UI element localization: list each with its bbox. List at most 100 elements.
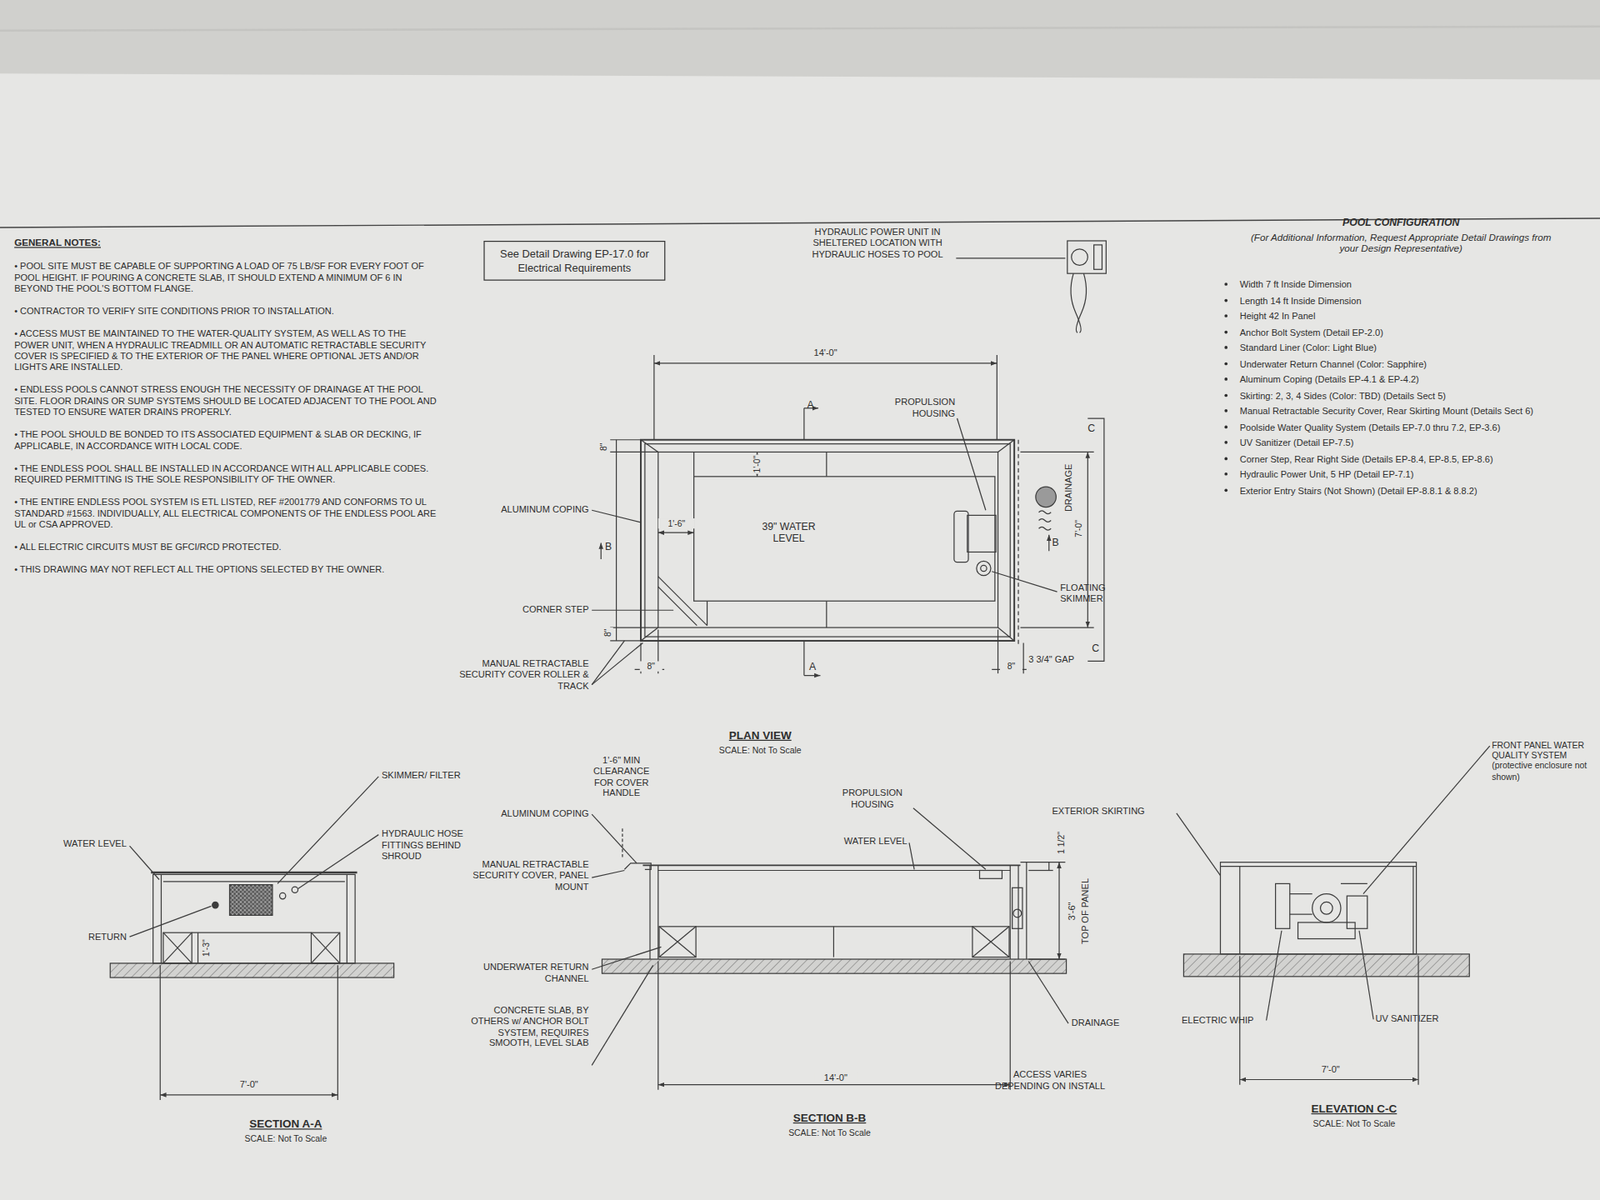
callout-label: SCALE: Not To Scale bbox=[699, 745, 822, 755]
view-title: SECTION A-A bbox=[224, 1117, 347, 1131]
callout-label: PROPULSION HOUSING bbox=[821, 787, 924, 810]
config-item-text: Standard Liner (Color: Light Blue) bbox=[1240, 342, 1377, 353]
config-item: UV Sanitizer (Detail EP-7.5) bbox=[1224, 435, 1592, 452]
bullet-dot bbox=[1224, 330, 1228, 334]
dimension-text: 8" bbox=[1000, 660, 1023, 671]
bullet-dot bbox=[1224, 488, 1228, 492]
config-item-text: Hydraulic Power Unit, 5 HP (Detail EP-7.… bbox=[1240, 469, 1415, 480]
dimension-text: 14'-0" bbox=[814, 1072, 857, 1084]
callout-label: WATER LEVEL bbox=[815, 835, 907, 847]
callout-label: SCALE: Not To Scale bbox=[768, 1127, 891, 1138]
callout-label: SCALE: Not To Scale bbox=[224, 1133, 347, 1144]
dimension-text: 8" bbox=[599, 441, 610, 452]
callout-label: C bbox=[1087, 422, 1100, 435]
config-item: Underwater Return Channel (Color: Sapphi… bbox=[1224, 356, 1592, 373]
config-item: Standard Liner (Color: Light Blue) bbox=[1224, 340, 1592, 357]
config-item: Skirting: 2, 3, 4 Sides (Color: TBD) (De… bbox=[1224, 388, 1592, 405]
bullet-dot bbox=[1224, 440, 1228, 445]
dimension-text: 1'-0" bbox=[751, 455, 762, 475]
bullet-dot bbox=[1224, 425, 1228, 429]
callout-label: EXTERIOR SKIRTING bbox=[1051, 805, 1185, 817]
dimension-text: 1'-3" bbox=[200, 938, 211, 958]
config-item-text: Width 7 ft Inside Dimension bbox=[1240, 280, 1352, 290]
general-note: • ALL ELECTRIC CIRCUITS MUST BE GFCI/RCD… bbox=[14, 541, 441, 553]
reference-text: See Detail Drawing EP-17.0 for Electrica… bbox=[490, 246, 659, 275]
callout-label: FRONT PANEL WATER QUALITY SYSTEM (protec… bbox=[1491, 740, 1598, 782]
pool-configuration-list: Width 7 ft Inside DimensionLength 14 ft … bbox=[1224, 277, 1592, 500]
callout-label: WATER LEVEL bbox=[35, 839, 127, 850]
bullet-dot bbox=[1224, 345, 1228, 350]
callout-label: SCALE: Not To Scale bbox=[1292, 1118, 1415, 1129]
config-item: Poolside Water Quality System (Details E… bbox=[1224, 420, 1592, 436]
callout-label: 1'-6" MIN CLEARANCE FOR COVER HANDLE bbox=[589, 755, 655, 800]
callout-label: UV SANITIZER bbox=[1375, 1013, 1468, 1025]
config-item-text: Poolside Water Quality System (Details E… bbox=[1240, 421, 1501, 432]
config-item: Width 7 ft Inside Dimension bbox=[1224, 277, 1592, 294]
dimension-text: 14'-0" bbox=[801, 348, 849, 360]
callout-label: ALUMINUM COPING bbox=[466, 504, 590, 515]
section-heading: GENERAL NOTES: bbox=[14, 236, 168, 249]
config-item-text: Height 42 In Panel bbox=[1240, 310, 1316, 321]
callout-label: 3 3/4" GAP bbox=[1028, 654, 1100, 665]
section-heading: POOL CONFIGURATION bbox=[1289, 216, 1514, 230]
dimension-text: TOP OF PANEL bbox=[1080, 877, 1091, 945]
callout-label: PROPULSION HOUSING bbox=[863, 396, 955, 419]
dimension-text: 8" bbox=[640, 660, 663, 671]
callout-label: HYDRAULIC HOSE FITTINGS BEHIND SHROUD bbox=[381, 828, 484, 862]
callout-label: DRAINAGE bbox=[1071, 1017, 1154, 1029]
callout-label: RETURN bbox=[65, 931, 126, 943]
config-item: Aluminum Coping (Details EP-4.1 & EP-4.2… bbox=[1224, 372, 1592, 389]
bullet-dot bbox=[1224, 361, 1228, 365]
callout-label: ACCESS VARIES DEPENDING ON INSTALL bbox=[985, 1069, 1114, 1091]
callout-label: C bbox=[1091, 642, 1105, 655]
callout-label: UNDERWATER RETURN CHANNEL bbox=[466, 962, 590, 985]
general-notes-column: • POOL SITE MUST BE CAPABLE OF SUPPORTIN… bbox=[14, 260, 441, 587]
dimension-text: 1'-6" bbox=[658, 518, 695, 529]
callout-label: B bbox=[605, 540, 618, 554]
general-note: • THE ENTIRE ENDLESS POOL SYSTEM IS ETL … bbox=[14, 496, 441, 530]
bullet-dot bbox=[1224, 282, 1228, 286]
bullet-dot bbox=[1224, 377, 1228, 381]
bullet-dot bbox=[1224, 393, 1228, 397]
config-item: Length 14 ft Inside Dimension bbox=[1224, 293, 1592, 310]
callout-label: ELECTRIC WHIP bbox=[1181, 1015, 1274, 1026]
callout-label: SKIMMER/ FILTER bbox=[381, 770, 495, 781]
config-item-text: Underwater Return Channel (Color: Sapphi… bbox=[1240, 358, 1427, 369]
callout-label: A bbox=[809, 660, 822, 674]
callout-label: CORNER STEP bbox=[486, 604, 589, 615]
view-title: SECTION B-B bbox=[768, 1110, 891, 1125]
dimension-text: 7'-0" bbox=[227, 1080, 270, 1091]
config-item-text: Exterior Entry Stairs (Not Shown) (Detai… bbox=[1240, 485, 1478, 495]
dimension-text: 3'-6" bbox=[1066, 900, 1078, 921]
config-item-text: Manual Retractable Security Cover, Rear … bbox=[1240, 405, 1534, 416]
config-item-text: Corner Step, Rear Right Side (Details EP… bbox=[1240, 453, 1494, 464]
config-item: Height 42 In Panel bbox=[1224, 309, 1592, 325]
section-heading: (For Additional Information, Request App… bbox=[1248, 231, 1555, 255]
callout-label: B bbox=[1051, 536, 1065, 550]
config-item: Anchor Bolt System (Detail EP-2.0) bbox=[1224, 325, 1592, 341]
config-item-text: Length 14 ft Inside Dimension bbox=[1240, 295, 1362, 305]
dimension-text: DRAINAGE bbox=[1064, 462, 1075, 513]
general-note: • ENDLESS POOLS CANNOT STRESS ENOUGH THE… bbox=[14, 385, 441, 419]
view-title: PLAN VIEW bbox=[699, 728, 822, 742]
callout-label: ALUMINUM COPING bbox=[466, 808, 590, 820]
callout-label: FLOATING SKIMMER bbox=[1060, 582, 1124, 605]
callout-label: CONCRETE SLAB, BY OTHERS w/ ANCHOR BOLT … bbox=[460, 1005, 589, 1050]
bullet-dot bbox=[1224, 298, 1228, 302]
config-item-text: Aluminum Coping (Details EP-4.1 & EP-4.2… bbox=[1240, 374, 1420, 385]
general-note: • THE POOL SHOULD BE BONDED TO ITS ASSOC… bbox=[14, 430, 441, 453]
dimension-text: 8" bbox=[603, 627, 614, 638]
config-item: Exterior Entry Stairs (Not Shown) (Detai… bbox=[1224, 483, 1592, 500]
config-item-text: Skirting: 2, 3, 4 Sides (Color: TBD) (De… bbox=[1240, 390, 1446, 400]
config-item: Hydraulic Power Unit, 5 HP (Detail EP-7.… bbox=[1224, 467, 1592, 484]
callout-label: 39" WATER LEVEL bbox=[757, 520, 821, 545]
config-item: Manual Retractable Security Cover, Rear … bbox=[1224, 404, 1592, 420]
callout-label: A bbox=[807, 399, 820, 412]
dimension-text: 1 1/2" bbox=[1055, 830, 1066, 855]
view-title: ELEVATION C-C bbox=[1282, 1101, 1425, 1115]
bullet-dot bbox=[1224, 472, 1228, 476]
dimension-text: 7'-0" bbox=[1309, 1064, 1352, 1075]
general-note: • ACCESS MUST BE MAINTAINED TO THE WATER… bbox=[14, 328, 441, 374]
